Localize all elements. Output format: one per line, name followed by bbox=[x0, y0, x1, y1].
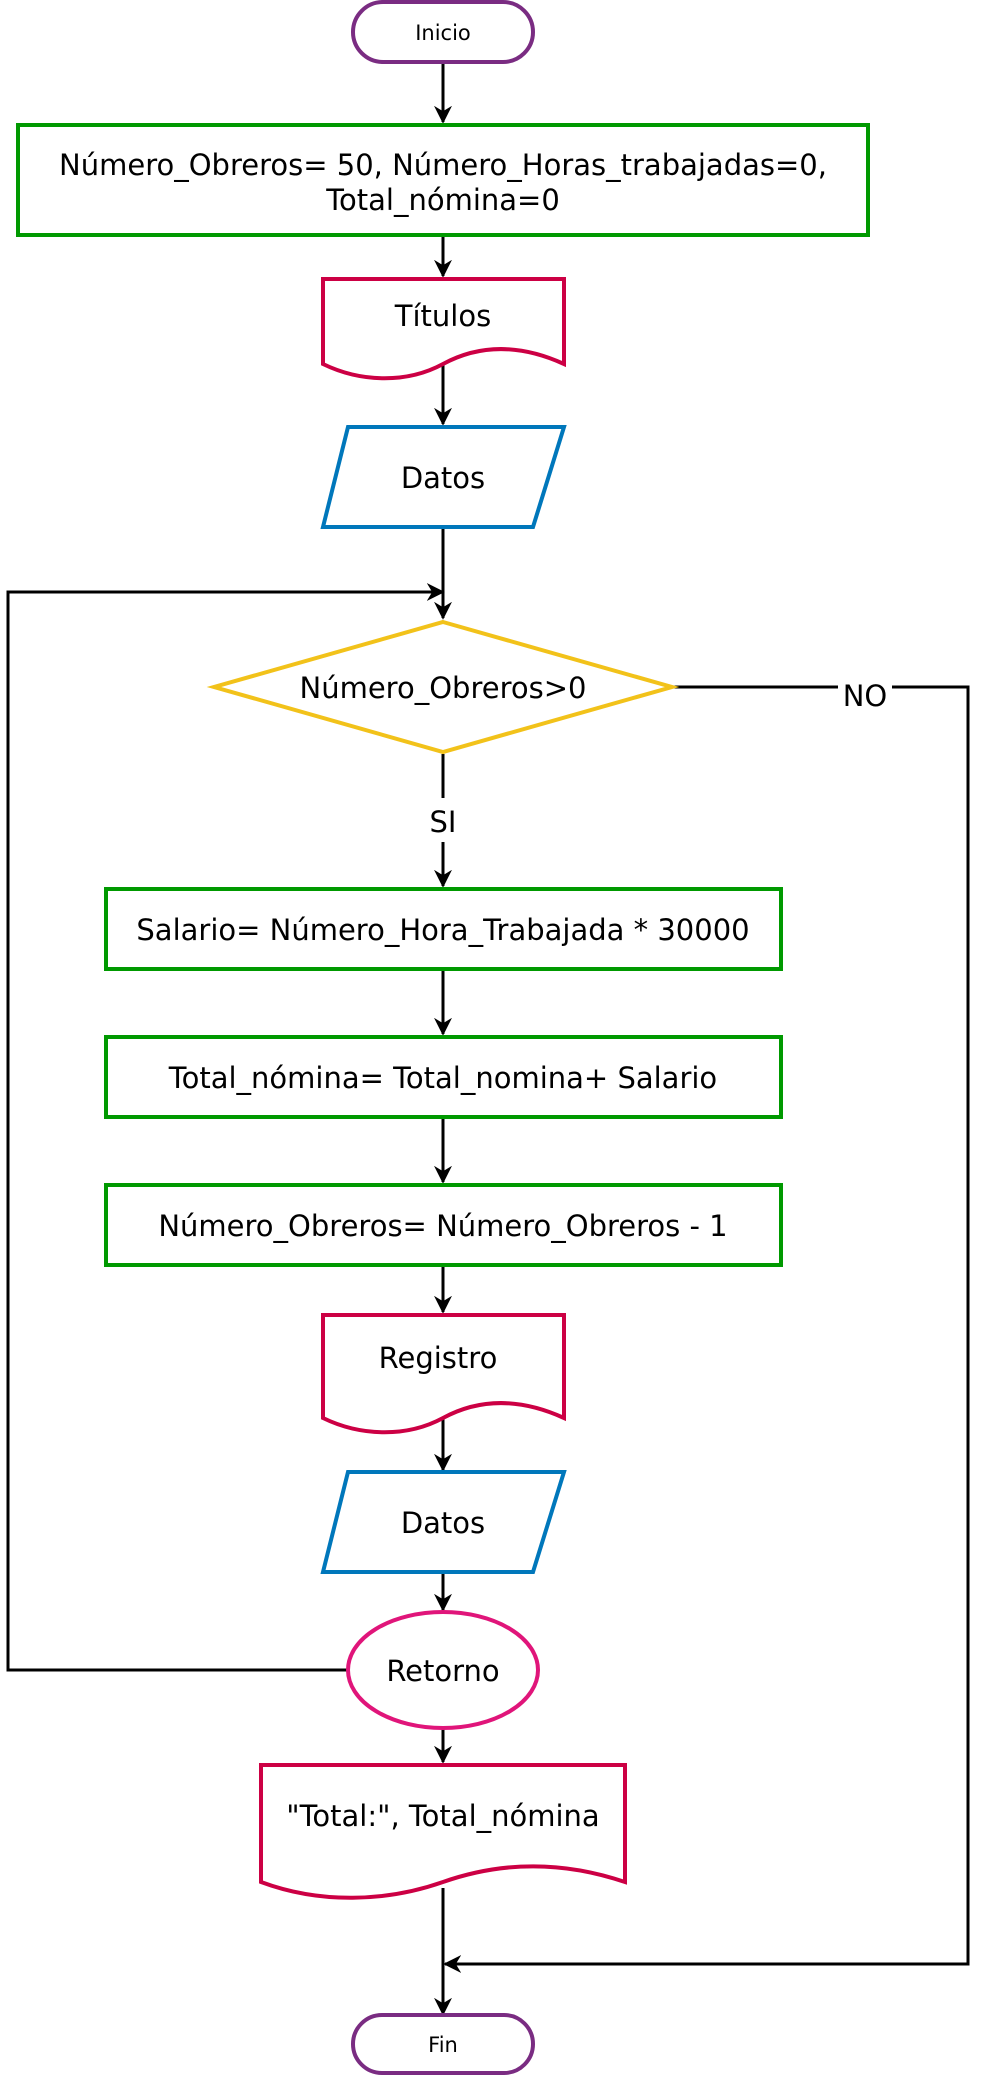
document-shape bbox=[321, 1313, 566, 1435]
node-salario: Salario= Número_Hora_Trabajada * 30000 bbox=[104, 887, 783, 971]
terminal-shape bbox=[351, 0, 535, 64]
edge-label-no-group: NO bbox=[838, 678, 892, 713]
total-nomina-label: Total_nómina= Total_nomina+ Salario bbox=[168, 1061, 717, 1095]
edges bbox=[6, 62, 970, 2016]
node-inicio: Inicio bbox=[351, 0, 535, 64]
node-fin: Fin bbox=[351, 2013, 535, 2075]
salida-total-label: "Total:", Total_nómina bbox=[286, 1799, 599, 1833]
node-datos-1: Datos bbox=[320, 425, 567, 529]
process-shape bbox=[16, 123, 870, 237]
node-decision: Número_Obreros>0 bbox=[206, 619, 680, 755]
edge-retorno-loop-back bbox=[6, 583, 445, 1672]
init-label-line1: Número_Obreros= 50, Número_Horas_trabaja… bbox=[59, 148, 827, 182]
process-shape bbox=[104, 1035, 783, 1119]
node-titulos: Títulos bbox=[321, 277, 566, 381]
edge-decision-no bbox=[443, 685, 970, 1973]
registro-label: Registro bbox=[379, 1341, 498, 1375]
edge-label-no: NO bbox=[843, 679, 888, 713]
datos-1-label: Datos bbox=[401, 461, 485, 495]
terminal-shape bbox=[351, 2013, 535, 2075]
node-initialization: Número_Obreros= 50, Número_Horas_trabaja… bbox=[16, 123, 870, 237]
node-datos-2: Datos bbox=[320, 1470, 567, 1574]
edge-label-no-background bbox=[838, 678, 892, 710]
node-total-nomina: Total_nómina= Total_nomina+ Salario bbox=[104, 1035, 783, 1119]
node-salida-total: "Total:", Total_nómina bbox=[259, 1763, 627, 1900]
salario-label: Salario= Número_Hora_Trabajada * 30000 bbox=[136, 913, 749, 947]
init-label-line2: Total_nómina=0 bbox=[325, 183, 560, 217]
node-registro: Registro bbox=[321, 1313, 566, 1435]
process-shape bbox=[104, 1183, 783, 1267]
node-retorno: Retorno bbox=[346, 1610, 540, 1730]
decision-shape bbox=[206, 619, 680, 755]
data-shape bbox=[320, 1470, 567, 1574]
fin-label: Fin bbox=[428, 2033, 458, 2057]
process-shape bbox=[104, 887, 783, 971]
edge-label-si: SI bbox=[430, 805, 457, 839]
titulos-label: Títulos bbox=[394, 299, 491, 333]
connector-shape bbox=[346, 1610, 540, 1730]
document-shape bbox=[321, 277, 566, 381]
document-shape bbox=[259, 1763, 627, 1900]
retorno-label: Retorno bbox=[386, 1654, 499, 1688]
decremento-label: Número_Obreros= Número_Obreros - 1 bbox=[158, 1209, 727, 1243]
decision-label: Número_Obreros>0 bbox=[300, 671, 587, 705]
node-decremento: Número_Obreros= Número_Obreros - 1 bbox=[104, 1183, 783, 1267]
datos-2-label: Datos bbox=[401, 1506, 485, 1540]
inicio-label: Inicio bbox=[415, 21, 471, 45]
data-shape bbox=[320, 425, 567, 529]
